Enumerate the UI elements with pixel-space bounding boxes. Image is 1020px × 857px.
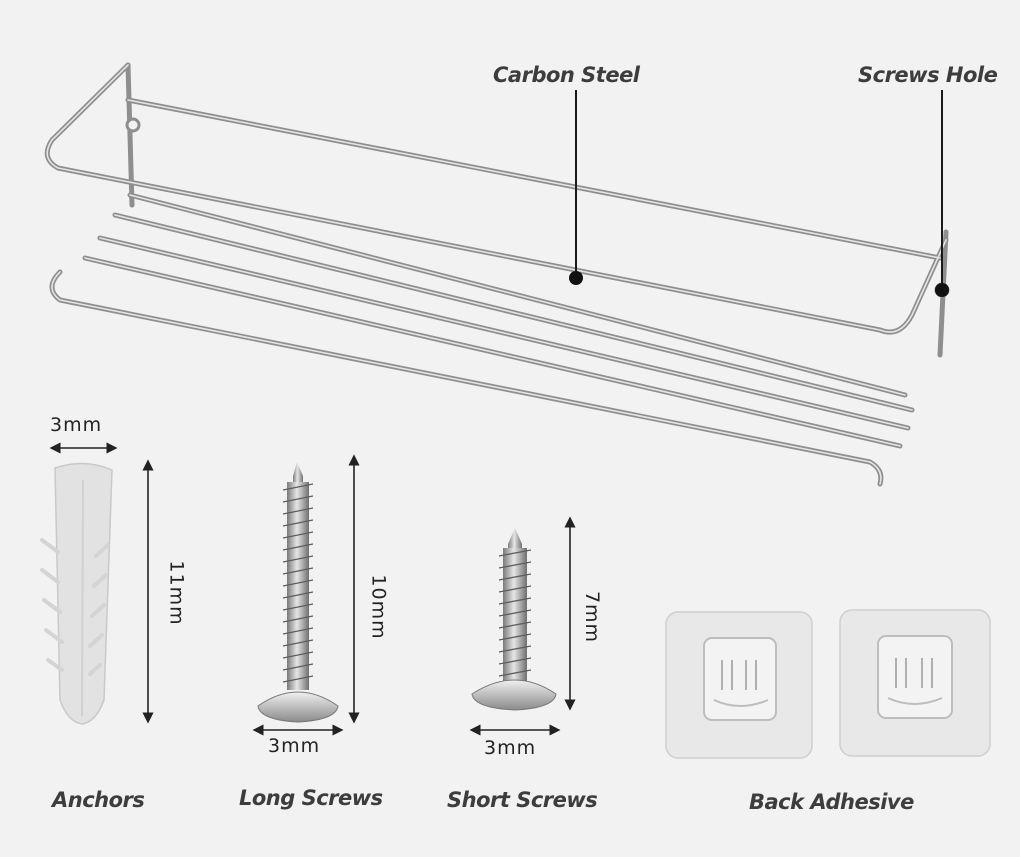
short-screw-image <box>471 528 557 711</box>
short-screw-length-label: 7mm <box>581 590 604 644</box>
anchor-dimension-arrows <box>49 442 154 724</box>
adhesive-pad-left <box>665 611 813 759</box>
anchors-caption: Anchors <box>52 788 145 812</box>
callout-screws-hole <box>935 90 949 297</box>
screws-hole-label: Screws Hole <box>858 63 998 87</box>
anchor-width-label: 3mm <box>50 414 103 436</box>
anchor-image <box>40 462 113 725</box>
long-screw-width-label: 3mm <box>268 735 321 757</box>
anchor-length-label: 11mm <box>165 560 188 626</box>
long-screw-image <box>257 462 339 723</box>
carbon-steel-label: Carbon Steel <box>493 63 640 87</box>
short-screws-caption: Short Screws <box>447 788 598 812</box>
long-screw-length-label: 10mm <box>367 574 390 640</box>
long-screw-dimension-arrows <box>252 454 360 736</box>
short-screw-dimension-arrows <box>469 516 576 736</box>
callout-carbon-steel <box>569 90 583 285</box>
long-screws-caption: Long Screws <box>239 786 383 810</box>
short-screw-width-label: 3mm <box>484 737 537 759</box>
back-adhesive-caption: Back Adhesive <box>749 790 914 814</box>
adhesive-pad-right <box>839 609 991 757</box>
wire-rack <box>44 62 950 487</box>
